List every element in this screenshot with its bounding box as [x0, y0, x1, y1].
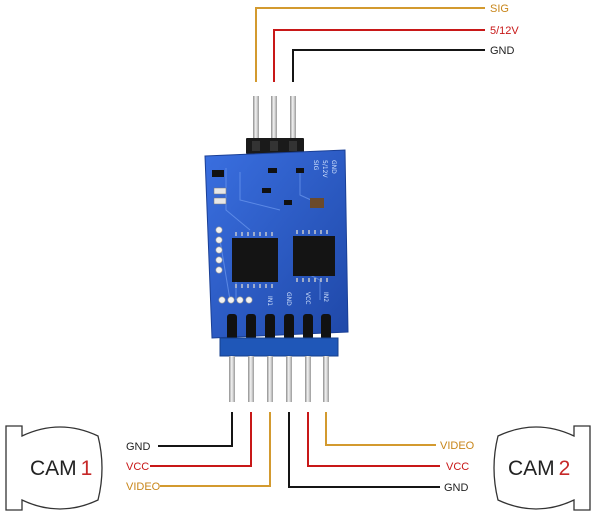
cam2-wires: [288, 412, 440, 488]
cam2-vcc-wire: [307, 412, 440, 467]
cam2-number: 2: [559, 457, 571, 480]
cam1-gnd-label: GND: [126, 441, 151, 453]
cam1-vcc-wire: [150, 412, 252, 467]
cam2-gnd-wire: [288, 412, 440, 488]
gnd-wire: [292, 49, 485, 82]
cam1-number: 1: [81, 457, 93, 480]
cam2-video-label: VIDEO: [440, 440, 475, 452]
sig-wire: [255, 7, 485, 82]
ic-chip-left: [232, 232, 278, 288]
silk-bottom-3: IN2: [322, 292, 329, 302]
top-pin-header: [246, 96, 304, 154]
sig-label: SIG: [490, 3, 509, 15]
silk-bottom-1: GND: [285, 292, 292, 306]
cam2-vcc-label: VCC: [446, 461, 469, 473]
bottom-pin-header: [219, 314, 339, 402]
cam2-video-wire: [325, 412, 436, 446]
silk-top-1: 5/12V: [321, 160, 328, 178]
gnd-label: GND: [490, 45, 515, 57]
cam1-wires: [150, 412, 271, 487]
ic-chip-right: [293, 230, 335, 282]
power-wire: [273, 29, 485, 82]
pcb-board-icon: GND 5/12V SIG IN1 GND VCC IN2: [204, 149, 349, 339]
cam1-gnd-wire: [158, 412, 233, 447]
cam2-gnd-label: GND: [444, 482, 469, 494]
cam1-vcc-label: VCC: [126, 461, 149, 473]
cam1-video-label: VIDEO: [126, 481, 161, 493]
silk-bottom-0: IN1: [266, 296, 273, 306]
silk-top-0: GND: [330, 160, 337, 174]
power-label: 5/12V: [490, 25, 519, 37]
silk-top-2: SIG: [312, 160, 319, 171]
cam1-video-wire: [160, 412, 271, 487]
silk-bottom-2: VCC: [304, 292, 311, 304]
input-wires: [255, 7, 485, 82]
